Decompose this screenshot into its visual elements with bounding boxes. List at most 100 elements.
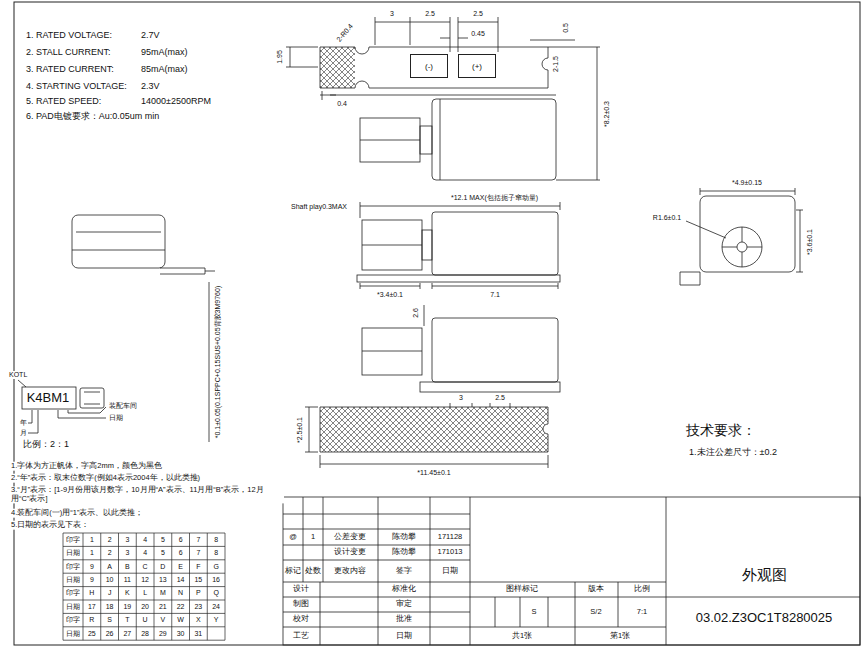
table-cell: 22: [176, 603, 186, 611]
title-block-cell: 共1张: [511, 632, 533, 641]
motor-view-line: [72, 232, 165, 250]
table-cell: P: [195, 589, 202, 597]
side-view-2-line: [362, 328, 422, 375]
table-cell: 6: [178, 549, 184, 557]
drawing-label: 3: [458, 394, 464, 402]
drawing-label: *8.2±0.3: [603, 100, 611, 128]
drawing-label: 0.4: [336, 100, 348, 108]
marking-view-line: [18, 380, 26, 387]
top-view-line: [286, 47, 318, 67]
table-cell: 14: [176, 576, 186, 584]
table-cell: 2: [107, 549, 113, 557]
title-block-cell: 1: [310, 533, 316, 542]
title-block-cell: 版本: [587, 585, 605, 594]
title-block-cell: 审定: [395, 600, 413, 609]
table-cell: 印字: [65, 562, 81, 570]
table-cell: E: [177, 562, 184, 570]
drawing-label: 2.3V: [140, 81, 161, 91]
date-table-line: [63, 559, 225, 560]
title-block-line: [470, 497, 471, 645]
date-table-line: [63, 586, 225, 587]
table-cell: 印字: [65, 616, 81, 624]
table-cell: 3: [124, 536, 130, 544]
table-cell: 日期: [65, 549, 81, 557]
title-block-cell: @: [288, 533, 298, 542]
drawing-label: R1.6±0.1: [652, 214, 682, 222]
motor-view-line: [209, 282, 210, 442]
top-view-line: [375, 17, 498, 52]
marking-view-line: [84, 392, 100, 404]
side-view-2: [362, 305, 560, 392]
end-view: [680, 188, 803, 285]
drawing-label: 3.“月”表示：[1-9月份用该月数字，10月用“A”表示、11月用“B”表示，…: [10, 486, 284, 503]
marking-view-line: [28, 410, 38, 433]
drawing-label: *4.9±0.15: [731, 179, 763, 187]
side-view-2-line: [420, 382, 560, 392]
table-cell: 1: [89, 536, 95, 544]
table-cell: 16: [211, 576, 221, 584]
top-view: [286, 17, 600, 180]
table-cell: 10: [105, 576, 115, 584]
side-view-line: [357, 275, 560, 282]
side-view-line: [432, 212, 558, 275]
title-block: [283, 497, 860, 645]
end-view-line: [737, 242, 747, 252]
drawing-label: 4.装配车间(一)用“1”表示、以此类推；: [10, 509, 144, 518]
date-table-line: [63, 626, 225, 627]
table-cell: 印字: [65, 536, 81, 544]
drawing-label: *12.1 MAX(包括扼子窜动量): [450, 194, 539, 202]
motor-view: [72, 215, 215, 442]
title-block-cell: 设计变更: [333, 548, 367, 557]
title-block-cell: 标记: [284, 567, 302, 576]
motor-view-line: [72, 215, 165, 268]
drawing-label: 6. PAD电镀要求：Au:0.05um min: [25, 111, 160, 121]
title-block-cell: 比例: [633, 585, 651, 594]
end-view-line: [686, 221, 726, 238]
table-cell: F: [195, 562, 201, 570]
title-block-cell: S/2: [589, 608, 602, 617]
table-cell: N: [177, 589, 184, 597]
table-cell: 2: [107, 536, 113, 544]
table-cell: 19: [122, 603, 132, 611]
drawing-label: 3. RATED CURRENT:: [25, 64, 115, 74]
top-view-line: [420, 126, 432, 154]
drawing-label: *11.45±0.1: [416, 469, 451, 477]
drawing-label: 1. RATED VOLTAGE:: [25, 30, 113, 40]
title-block-cell: 日期: [441, 567, 459, 576]
drawing-label: 年: [19, 419, 28, 427]
table-cell: 日期: [65, 603, 81, 611]
top-view-line: [432, 99, 556, 180]
top-view-line: [360, 140, 420, 141]
table-cell: 20: [140, 603, 150, 611]
table-cell: 28: [140, 629, 150, 637]
date-table-line: [63, 613, 225, 614]
table-cell: 21: [158, 603, 168, 611]
bottom-view-line: [320, 455, 548, 468]
drawing-label: 1.字体为方正帆体，字高2mm，颜色为黑色: [10, 462, 163, 471]
top-view-line: [320, 47, 355, 88]
title-block-line: [666, 497, 667, 645]
side-view-2-line: [424, 305, 425, 326]
table-cell: 日期: [65, 576, 81, 584]
table-cell: L: [142, 589, 148, 597]
drawing-label: 1.未注公差尺寸：±0.2: [688, 447, 778, 457]
marking-view-line: [22, 387, 76, 409]
drawing-label: 2-R0.4: [335, 22, 356, 45]
end-view-line: [700, 196, 795, 272]
side-view-2-line: [362, 351, 422, 352]
drawing-label: 5. RATED SPEED:: [25, 96, 102, 106]
title-block-cell: 图样标记: [505, 585, 539, 594]
table-cell: J: [107, 589, 113, 597]
table-cell: 29: [158, 629, 168, 637]
title-block-cell: S: [530, 608, 537, 617]
pad-label: (-): [425, 62, 433, 71]
title-block-cell: 171013: [436, 548, 463, 557]
drawing-label: 3: [389, 10, 395, 18]
side-view-line: [362, 245, 422, 246]
title-block-cell: 制图: [292, 600, 310, 609]
table-cell: 15: [193, 576, 203, 584]
drawing-label: 2-1.5: [552, 55, 560, 73]
table-cell: 13: [158, 576, 168, 584]
title-block-cell: 设计: [292, 585, 310, 594]
end-view-line: [680, 272, 700, 285]
